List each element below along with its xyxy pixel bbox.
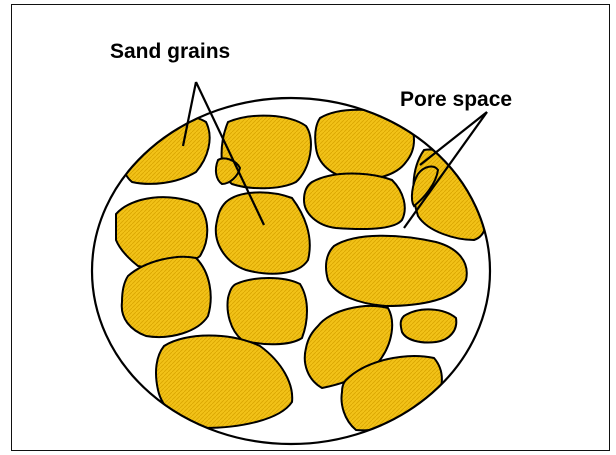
sand-grain	[122, 257, 211, 337]
sand-grain	[156, 336, 292, 429]
pore-space-label: Pore space	[400, 88, 512, 111]
sand-grain	[216, 192, 310, 273]
sand-grain	[401, 309, 457, 342]
sand-grain	[304, 174, 405, 230]
sand-grain	[121, 113, 210, 183]
sand-grains-label: Sand grains	[110, 40, 230, 63]
sand-grain	[326, 236, 467, 306]
sand-grain	[228, 278, 307, 344]
sand-grain	[315, 110, 414, 179]
